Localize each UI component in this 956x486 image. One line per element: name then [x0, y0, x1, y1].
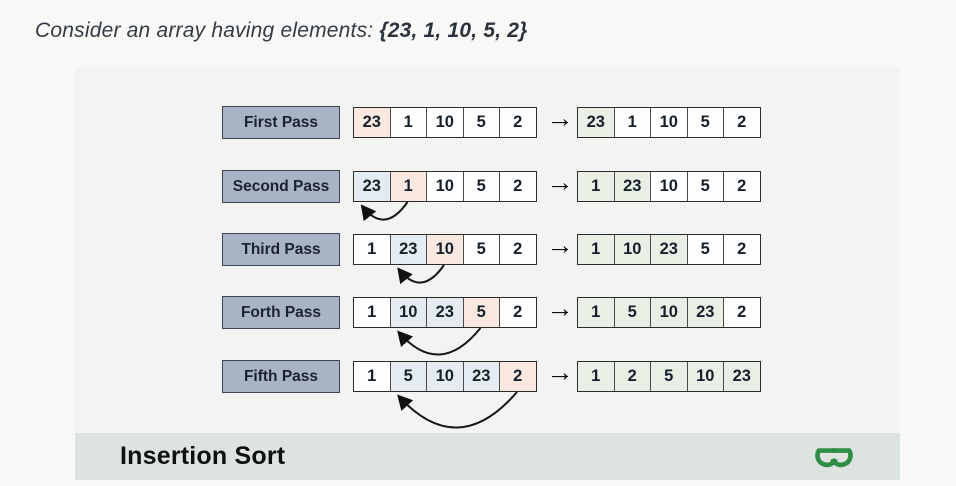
arrow-right-icon: → [546, 103, 574, 133]
array-cell: 2 [499, 172, 536, 201]
array-cell: 10 [686, 362, 723, 391]
array-cell: 2 [723, 108, 760, 137]
array-cell: 2 [499, 362, 536, 391]
array-cell: 23 [578, 108, 614, 137]
arrow-right-icon: → [546, 230, 574, 260]
array-cell: 1 [354, 298, 390, 327]
array-cell: 2 [723, 235, 760, 264]
array-cell: 10 [426, 172, 463, 201]
array-cell: 5 [389, 362, 426, 391]
array-cell: 23 [686, 298, 723, 327]
array-cell: 23 [354, 172, 390, 201]
array-cell: 23 [389, 235, 426, 264]
pass-label: First Pass [222, 106, 340, 139]
array-cell: 1 [578, 172, 614, 201]
array-cell: 2 [499, 108, 536, 137]
array-cell: 23 [354, 108, 390, 137]
array-cell: 10 [426, 362, 463, 391]
array-cell: 2 [499, 235, 536, 264]
pass-label: Fifth Pass [222, 360, 340, 393]
array-cell: 1 [578, 362, 614, 391]
array-cell: 10 [426, 235, 463, 264]
array-cell: 5 [462, 298, 499, 327]
array-cell: 5 [650, 362, 687, 391]
swap-arc-icon [397, 264, 445, 285]
array-cell: 23 [723, 362, 760, 391]
pass-label: Second Pass [222, 170, 340, 203]
array-cell: 10 [650, 298, 687, 327]
array-cell: 1 [578, 235, 614, 264]
arrow-right-icon: → [546, 167, 574, 197]
array-cell: 10 [426, 108, 463, 137]
array-cell: 5 [686, 172, 723, 201]
array-cell: 10 [613, 235, 650, 264]
array-cell: 10 [650, 108, 687, 137]
title-prefix: Consider an array having elements: [35, 19, 380, 42]
array-cell: 1 [389, 172, 426, 201]
arrow-right-icon: → [546, 357, 574, 387]
swap-arc-icon [397, 327, 482, 356]
array-cell: 5 [613, 298, 650, 327]
swap-arc-icon [360, 201, 409, 222]
footer-bar: Insertion Sort [75, 433, 900, 480]
array-cell: 2 [499, 298, 536, 327]
page-title: Consider an array having elements: {23, … [35, 19, 528, 43]
array-cell: 5 [686, 235, 723, 264]
array-cell: 2 [723, 298, 760, 327]
title-array-literal: {23, 1, 10, 5, 2} [379, 19, 528, 42]
array-cell: 10 [389, 298, 426, 327]
pass-label: Third Pass [222, 233, 340, 266]
swap-arc-icon [397, 391, 518, 429]
array-cell: 23 [613, 172, 650, 201]
array-cell: 1 [578, 298, 614, 327]
geeksforgeeks-logo-icon [815, 448, 853, 468]
array-cell: 23 [650, 235, 687, 264]
array-cell: 1 [354, 235, 390, 264]
array-cell: 1 [613, 108, 650, 137]
array-cell: 2 [613, 362, 650, 391]
array-cell: 1 [354, 362, 390, 391]
pass-label: Forth Pass [222, 296, 340, 329]
arrow-right-icon: → [546, 293, 574, 323]
array-cell: 5 [462, 235, 499, 264]
array-cell: 5 [686, 108, 723, 137]
array-cell: 5 [462, 172, 499, 201]
array-cell: 2 [723, 172, 760, 201]
array-cell: 23 [426, 298, 463, 327]
array-cell: 5 [462, 108, 499, 137]
array-cell: 23 [462, 362, 499, 391]
array-cell: 1 [389, 108, 426, 137]
array-cell: 10 [650, 172, 687, 201]
footer-title: Insertion Sort [120, 442, 286, 470]
